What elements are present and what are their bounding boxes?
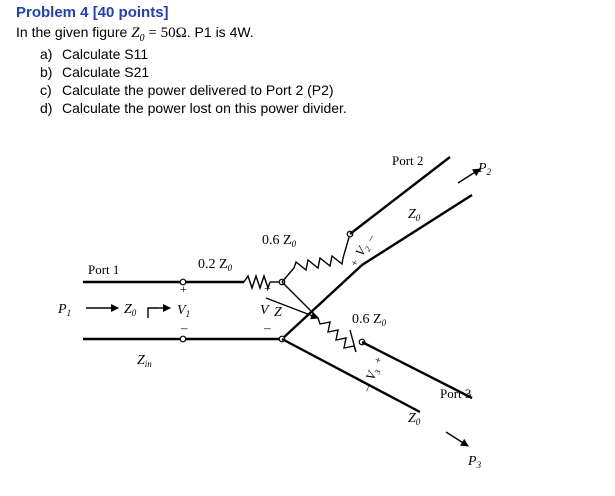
- v3-minus: –: [360, 383, 374, 394]
- z0-subscript: 0: [132, 308, 137, 318]
- intro-after: . P1 is 4W.: [186, 24, 254, 40]
- task-c: c) Calculate the power delivered to Port …: [40, 81, 347, 99]
- v1-label: V1: [177, 303, 190, 319]
- p3-label: P3: [467, 454, 482, 470]
- task-text: Calculate the power delivered to Port 2 …: [62, 82, 334, 98]
- p1-subscript: 1: [67, 308, 72, 318]
- r3-subscript: 0: [382, 318, 387, 328]
- p3-symbol: P: [467, 454, 477, 469]
- resistor-r2: [281, 233, 351, 283]
- v2-label: V2: [352, 241, 373, 260]
- z0-symbol: Z: [408, 411, 416, 426]
- port3-label: Port 3: [440, 386, 471, 401]
- r3-value: 0.6 Z: [352, 312, 382, 327]
- v2-voltage-marker: + V2 –: [348, 232, 378, 269]
- zin-arrow-stem: [147, 307, 158, 318]
- p2-symbol: P: [477, 161, 487, 176]
- impedance-subscript: 0: [139, 32, 145, 44]
- z0-label-port2: Z0: [408, 207, 421, 223]
- p1-label: P1: [57, 302, 71, 318]
- problem-intro: In the given figure Z0 = 50Ω. P1 is 4W.: [16, 24, 254, 44]
- port1-terminal-bottom: [179, 335, 187, 343]
- port2-upper-conductor: [349, 156, 451, 235]
- port1-label: Port 1: [88, 262, 119, 277]
- zin-label: Zin: [137, 353, 152, 369]
- v3-voltage-marker: – V3 +: [360, 355, 385, 394]
- node-voltage-arrow: [265, 297, 319, 320]
- r1-label: 0.2 Z0: [198, 257, 233, 273]
- v3-plus: +: [372, 355, 385, 365]
- task-b: b) Calculate S21: [40, 63, 347, 81]
- resistor-r1: [243, 273, 271, 291]
- problem-title: Problem 4 [40 points]: [16, 4, 169, 21]
- task-marker: a): [40, 46, 53, 62]
- r2-subscript: 0: [292, 239, 297, 249]
- port3-lower-conductor: [281, 337, 421, 414]
- task-text: Calculate the power lost on this power d…: [62, 100, 347, 116]
- v2-subscript: 2: [363, 245, 373, 253]
- r2-value: 0.6 Z: [262, 233, 292, 248]
- impedance-value: = 50Ω: [148, 25, 187, 41]
- power-arrows: [86, 168, 481, 447]
- port2-lower-conductor: [361, 193, 473, 267]
- port1-terminals: [179, 278, 187, 343]
- resistor-r3: [281, 281, 357, 353]
- z0-symbol: Z: [124, 302, 132, 317]
- zin-symbol: Z: [137, 353, 145, 368]
- v1-subscript: 1: [186, 309, 191, 319]
- v2-plus: +: [348, 257, 361, 269]
- port2-lower-conductor-inner: [281, 264, 363, 340]
- r1-value: 0.2 Z: [198, 257, 228, 272]
- task-d: d) Calculate the power lost on this power…: [40, 99, 347, 117]
- node-plus: +: [264, 281, 271, 295]
- v1-plus: +: [180, 282, 187, 296]
- z0-subscript: 0: [416, 417, 421, 427]
- impedance-symbol: Z: [131, 25, 140, 41]
- zin-subscript: in: [145, 359, 153, 369]
- task-marker: d): [40, 100, 53, 116]
- v3-subscript: 3: [372, 368, 382, 376]
- z0-label-port1: Z0: [124, 302, 137, 318]
- r1-subscript: 0: [228, 263, 233, 273]
- v2-minus: –: [364, 232, 378, 244]
- port2-label: Port 2: [392, 153, 423, 168]
- task-marker: b): [40, 64, 53, 80]
- port2-line: [281, 156, 473, 414]
- r3-label: 0.6 Z0: [352, 312, 387, 328]
- z0-label-port3: Z0: [408, 411, 421, 427]
- v3-label: V3: [362, 365, 382, 382]
- v1-symbol: V: [177, 303, 187, 318]
- task-text: Calculate S21: [62, 64, 150, 80]
- z0-subscript: 0: [416, 213, 421, 223]
- task-text: Calculate S11: [62, 46, 149, 62]
- task-a: a) Calculate S11: [40, 45, 347, 63]
- z0-symbol: Z: [408, 207, 416, 222]
- node-voltage-label: V: [260, 303, 270, 318]
- p3-subscript: 3: [476, 460, 482, 470]
- v1-minus: –: [180, 320, 188, 335]
- port1-terminal-top: [179, 278, 187, 286]
- p3-arrow: [445, 431, 469, 447]
- p2-subscript: 2: [487, 167, 492, 177]
- node-minus: –: [263, 320, 271, 335]
- node-impedance-label: Z: [274, 305, 282, 320]
- port3-upper-conductor: [361, 340, 473, 400]
- p2-arrow: [457, 168, 481, 184]
- intro-before: In the given figure: [16, 24, 128, 40]
- p1-symbol: P: [57, 302, 67, 317]
- p2-label: P2: [477, 161, 492, 177]
- task-marker: c): [40, 82, 52, 98]
- r2-label: 0.6 Z0: [262, 233, 297, 249]
- task-list: a) Calculate S11 b) Calculate S21 c) Calcul…: [40, 45, 347, 117]
